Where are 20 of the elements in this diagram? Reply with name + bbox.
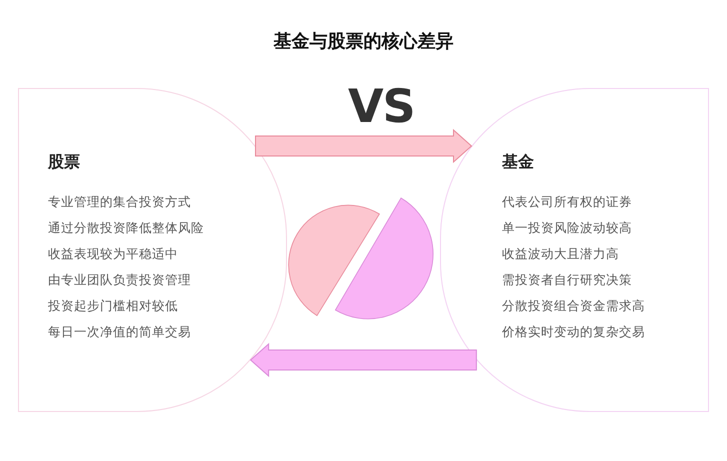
list-item: 专业管理的集合投资方式 [48,193,192,211]
list-item: 单一投资风险波动较高 [502,219,633,237]
list-item: 分散投资组合资金需求高 [502,297,645,315]
list-item: 收益波动大且潜力高 [502,245,620,263]
list-item: 每日一次净值的简单交易 [48,323,192,341]
list-item: 通过分散投资降低整体风险 [48,219,204,237]
list-item: 收益表现较为平稳适中 [48,245,179,263]
list-item: 代表公司所有权的证券 [502,193,633,211]
list-item: 由专业团队负责投资管理 [48,271,192,289]
block-arrow [250,342,477,378]
list-item: 价格实时变动的复杂交易 [502,323,645,341]
list-item: 需投资者自行研究决策 [502,271,633,289]
panel-heading: 股票 [48,151,81,173]
list-item: 投资起步门槛相对较低 [48,297,179,315]
block-arrow [255,128,472,164]
comparison-panel [440,88,709,412]
vs-label: VS [348,78,414,134]
title: 基金与股票的核心差异 [274,30,454,54]
panel-heading: 基金 [502,151,535,173]
comparison-panel [18,88,287,412]
